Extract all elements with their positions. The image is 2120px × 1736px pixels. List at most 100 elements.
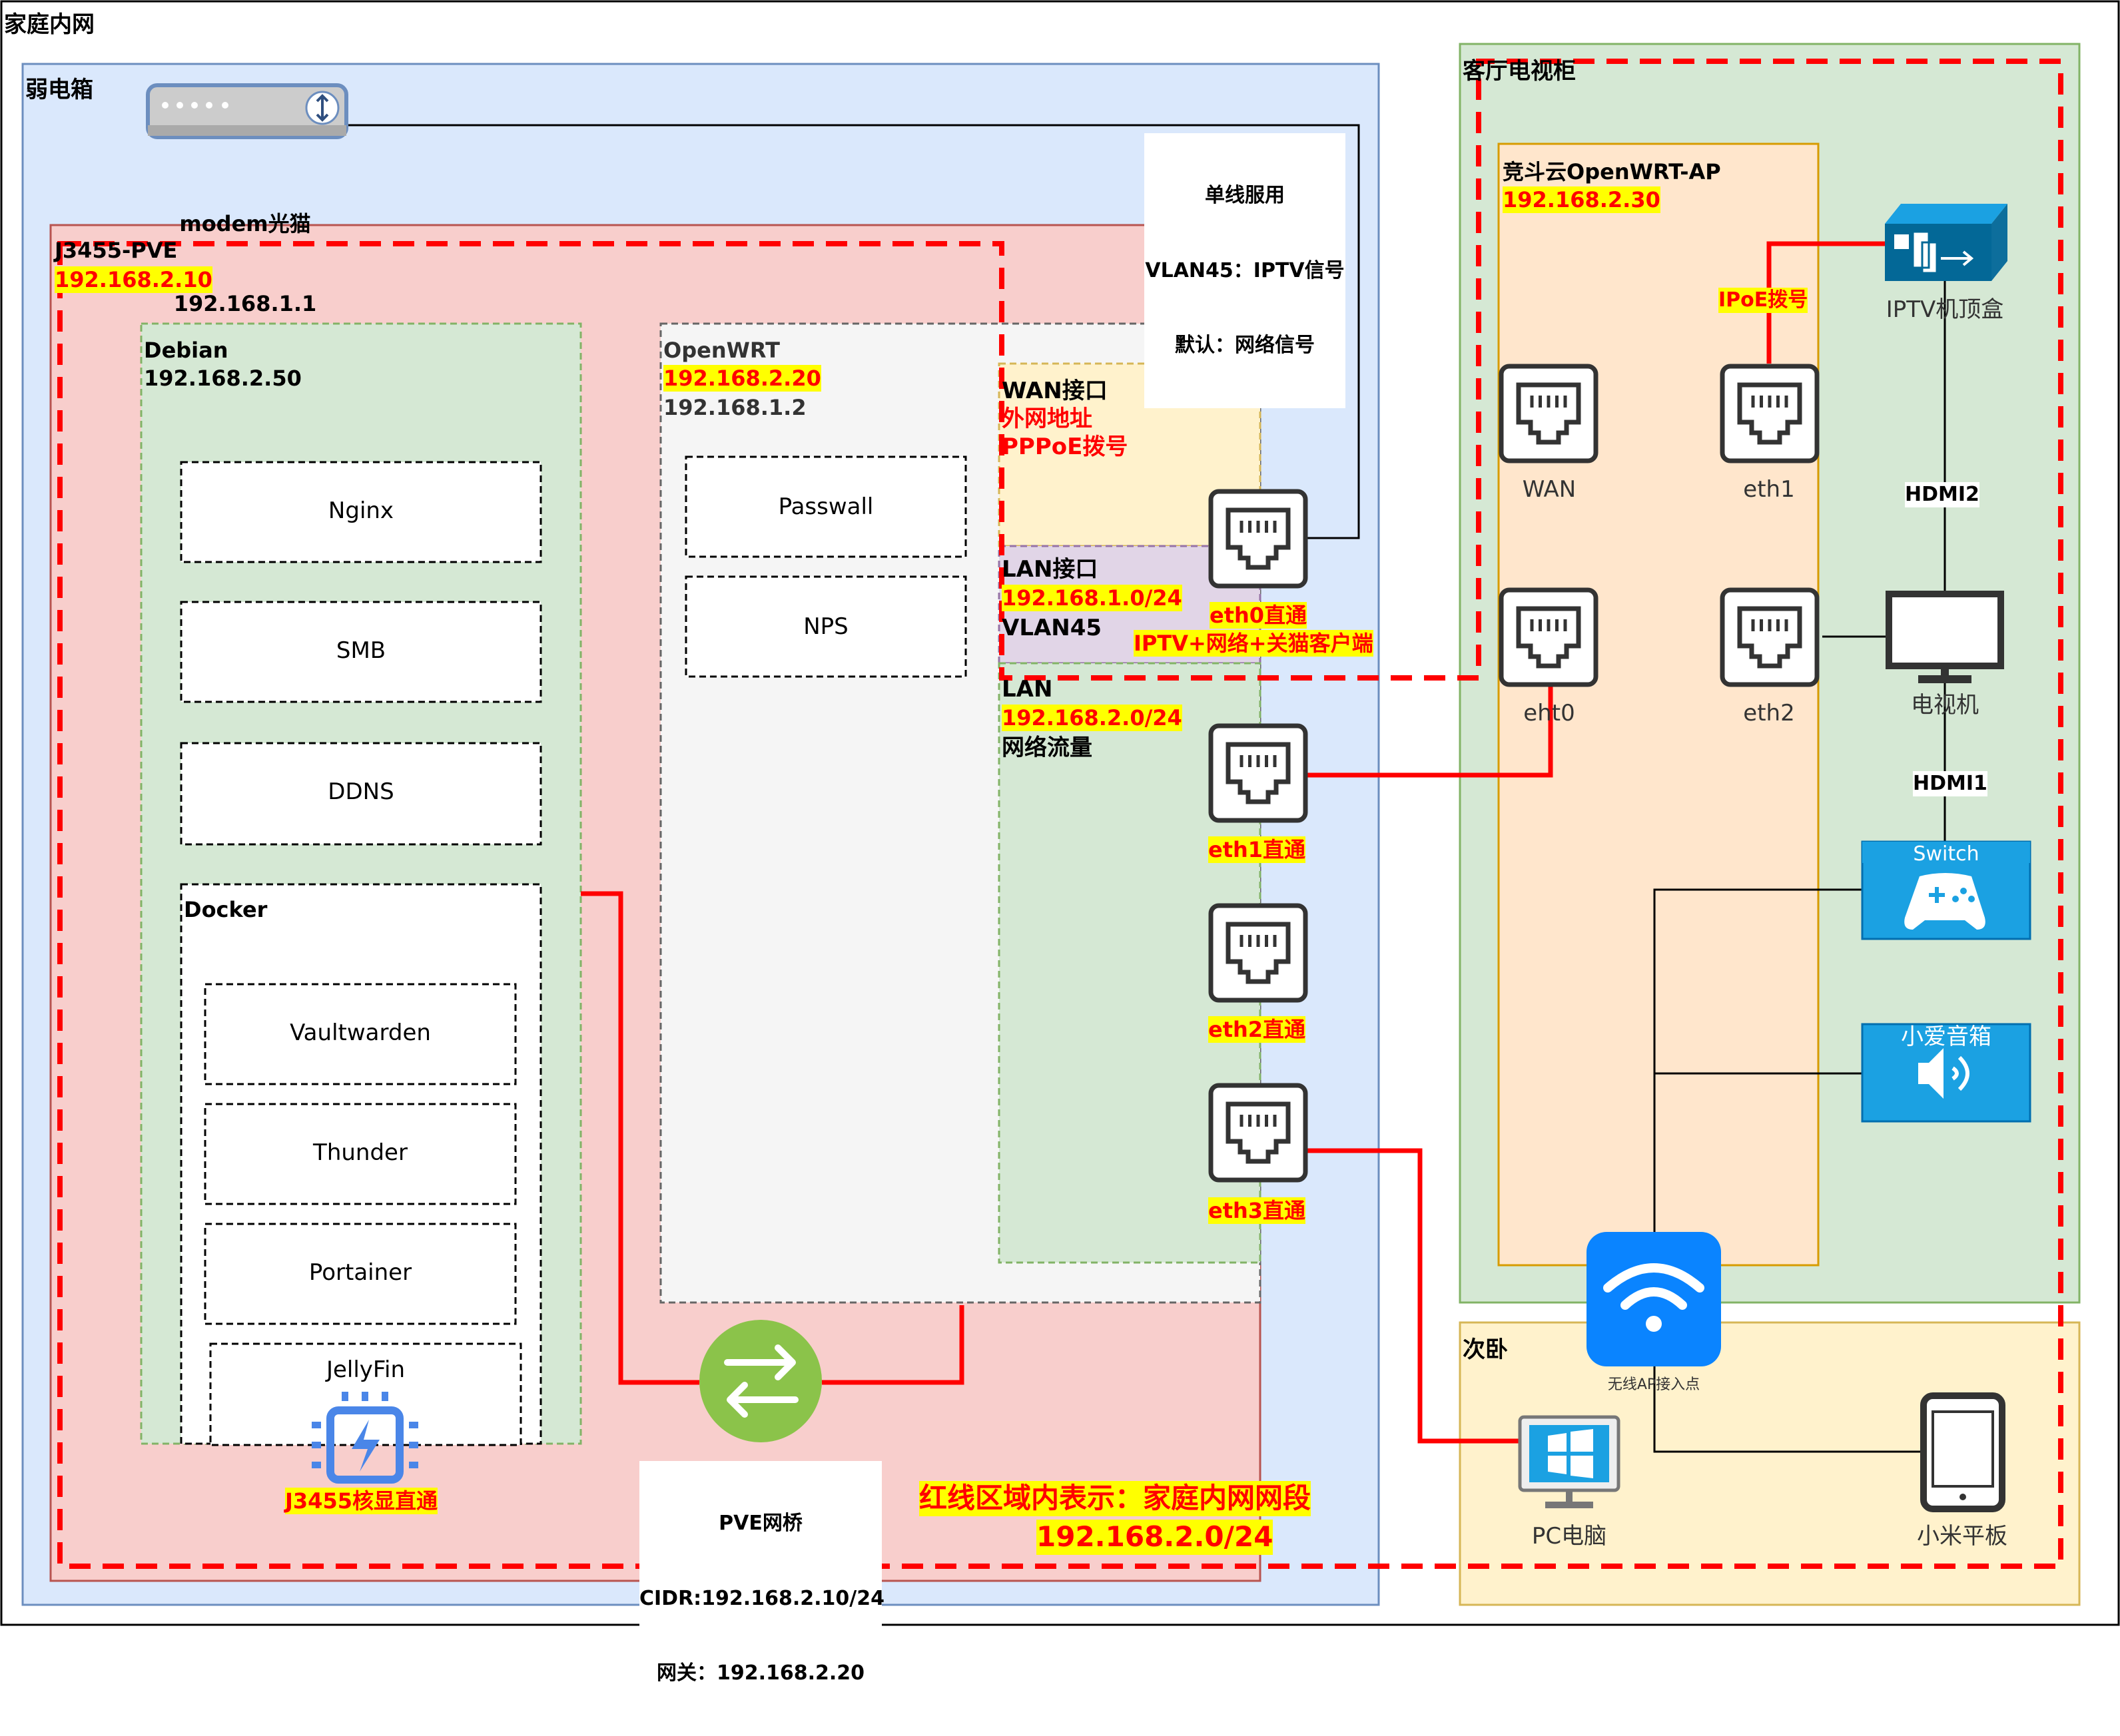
bridge-cidr: CIDR:192.168.2.10/24 [639, 1586, 884, 1610]
wan-title: WAN接口 [1002, 378, 1108, 404]
modem-icon [146, 83, 348, 139]
modem-uplink-wire [346, 124, 1360, 539]
lan1-title: LAN接口 [1002, 556, 1098, 583]
legend-line2: 192.168.2.0/24 [1036, 1520, 1273, 1555]
hdmi2-label: HDMI2 [1905, 482, 1979, 507]
bridge-icon [699, 1320, 822, 1442]
app-vaultwarden: Vaultwarden [290, 1019, 431, 1046]
openwrt-eth1-port-icon [1208, 723, 1308, 823]
wifi-label: 无线AP接入点 [1607, 1376, 1700, 1393]
bridge-label: PVE网桥 CIDR:192.168.2.10/24 网关：192.168.2.… [639, 1461, 884, 1736]
debian-ip: 192.168.2.50 [144, 366, 302, 391]
eth3-label: eth3直通 [1208, 1197, 1306, 1224]
debian-title: Debian [144, 338, 228, 363]
game-controller-icon [1861, 840, 2031, 940]
settop-label: IPTV机顶盒 [1886, 296, 2004, 323]
wifi-tablet-wire [1653, 1357, 1925, 1453]
diagram-title: 家庭内网 [4, 11, 95, 38]
lan1-ip: 192.168.1.0/24 [1002, 585, 1182, 611]
docker-bridge-wire [581, 891, 699, 1385]
tv-icon [1886, 591, 2004, 683]
service-ddns: DDNS [328, 778, 394, 805]
tv-label: 电视机 [1911, 692, 1979, 719]
ap-eth1-port-icon [1720, 364, 1820, 463]
smb-box [180, 601, 542, 703]
tablet-icon [1920, 1392, 2005, 1512]
app-jellyfin: JellyFin [326, 1356, 406, 1383]
eth0-label: eth0直通 [1210, 602, 1307, 629]
openwrt-ip1: 192.168.2.20 [663, 365, 821, 392]
bridge-name: PVE网桥 [719, 1512, 803, 1535]
legend-line1: 红线区域内表示：家庭内网网段 [919, 1481, 1311, 1516]
bedroom-title: 次卧 [1463, 1336, 1508, 1363]
living-title: 客厅电视柜 [1463, 58, 1576, 85]
ipoe-wire [1766, 241, 1890, 364]
eth2-label: eth2直通 [1208, 1016, 1306, 1043]
pc-monitor-icon [1518, 1415, 1620, 1508]
openwrt-ip2: 192.168.1.2 [663, 395, 807, 420]
modem-name: modem光猫 [179, 211, 311, 236]
lan1-vlan: VLAN45 [1002, 615, 1102, 641]
service-nps: NPS [803, 613, 849, 640]
openwrt-eth2-port-icon [1208, 903, 1308, 1003]
openwrt-eth3-port-icon [1208, 1083, 1308, 1183]
ddns-box [180, 742, 542, 846]
wifi-switch-wire [1653, 888, 1862, 1232]
service-nginx: Nginx [328, 497, 394, 524]
service-smb: SMB [336, 637, 386, 664]
hdmi1-label: HDMI1 [1913, 771, 1987, 796]
openwrt-title: OpenWRT [663, 338, 780, 363]
lan-zone-boundary [57, 59, 2063, 1569]
app-thunder: Thunder [313, 1139, 408, 1166]
network-diagram: 家庭内网 弱电箱 modem光猫 192.168.1.1 单线服用 VLAN45… [0, 0, 2120, 1685]
pve-ip: 192.168.2.10 [55, 266, 212, 293]
passwall-box [685, 455, 967, 558]
nginx-box [180, 461, 542, 563]
eth1-label: eth1直通 [1208, 836, 1306, 863]
openwrt-eth0-port-icon [1208, 489, 1308, 589]
ipoe-label: IPoE拨号 [1718, 288, 1808, 313]
thunder-box [204, 1103, 517, 1205]
tablet-label: 小米平板 [1917, 1523, 2007, 1550]
bridge-gateway: 网关：192.168.2.20 [656, 1661, 865, 1685]
uplink-label: 单线服用 VLAN45：IPTV信号 默认：网络信号 [1144, 133, 1345, 408]
ap-ip: 192.168.2.30 [1503, 186, 1660, 213]
bridge-openwrt-wire [822, 1305, 964, 1385]
ap-port-eth1: eth1 [1743, 476, 1795, 503]
speaker-label: 小爱音箱 [1901, 1023, 1991, 1050]
lan2-note: 网络流量 [1002, 734, 1092, 761]
modem-ip: 192.168.1.1 [173, 291, 317, 316]
wan-line1: 外网地址 [1002, 406, 1092, 432]
uplink-label-line3: 默认：网络信号 [1175, 334, 1315, 357]
ap-port-wan: WAN [1522, 476, 1577, 503]
speaker-icon [1861, 1023, 2031, 1123]
switch-label: Switch [1913, 842, 1979, 866]
wifi-icon [1587, 1232, 1721, 1366]
settop-box-icon [1885, 204, 2007, 281]
ap-port-eht0: eht0 [1523, 700, 1575, 726]
pc-label: PC电脑 [1531, 1523, 1607, 1550]
nps-box [685, 575, 967, 678]
uplink-label-line2: VLAN45：IPTV信号 [1145, 258, 1345, 282]
eth1-ap-wire [1307, 685, 1553, 778]
modem-label: modem光猫 192.168.1.1 [152, 157, 338, 370]
weak-box-title: 弱电箱 [25, 77, 93, 103]
pve-title: J3455-PVE [55, 238, 178, 263]
portainer-box [204, 1223, 517, 1325]
ap-title: 竞斗云OpenWRT-AP [1503, 159, 1721, 184]
eth3-pc-wire [1307, 1148, 1520, 1444]
wan-line2: PPPoE拨号 [1002, 434, 1128, 460]
vaultwarden-box [204, 983, 517, 1085]
eth0-note: IPTV+网络+关猫客户端 [1134, 630, 1373, 657]
service-passwall: Passwall [778, 493, 874, 520]
ap-port-eth2: eth2 [1743, 700, 1795, 726]
ap-eth2-port-icon [1720, 587, 1820, 687]
docker-title: Docker [184, 897, 268, 922]
ap-eht0-port-icon [1499, 587, 1598, 687]
lan2-title: LAN [1002, 676, 1053, 703]
uplink-label-line1: 单线服用 [1205, 184, 1285, 207]
app-portainer: Portainer [308, 1259, 412, 1286]
ap-wan-port-icon [1499, 364, 1598, 463]
igpu-label: J3455核显直通 [285, 1488, 438, 1514]
lan2-ip: 192.168.2.0/24 [1002, 705, 1182, 731]
